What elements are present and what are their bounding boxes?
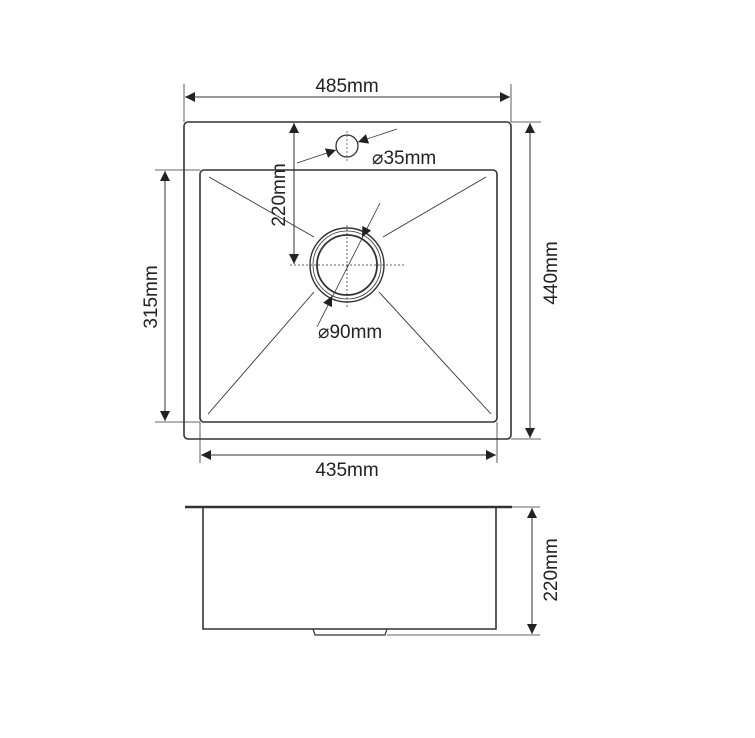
tap-hole xyxy=(335,131,359,161)
overall-depth-label: 440mm xyxy=(541,241,562,304)
top-view: 485mm 440mm 315mm 435mm 220mm ⌀35mm ⌀90m… xyxy=(141,76,562,481)
side-view: 220mm xyxy=(185,505,562,636)
sink-outer-outline xyxy=(183,121,512,440)
bowl-side-outline xyxy=(202,508,497,630)
drain-bump xyxy=(312,628,388,636)
bowl-depth-label: 315mm xyxy=(141,265,162,328)
bowl-width-label: 435mm xyxy=(315,460,378,481)
tap-hole-diameter-label: ⌀35mm xyxy=(372,148,436,169)
bowl-height-label: 220mm xyxy=(541,538,562,601)
drain-diameter-label: ⌀90mm xyxy=(318,322,382,343)
drain-offset-label: 220mm xyxy=(269,163,290,226)
bowl-outline xyxy=(199,169,498,423)
overall-width-label: 485mm xyxy=(315,76,378,97)
drain xyxy=(290,225,405,307)
